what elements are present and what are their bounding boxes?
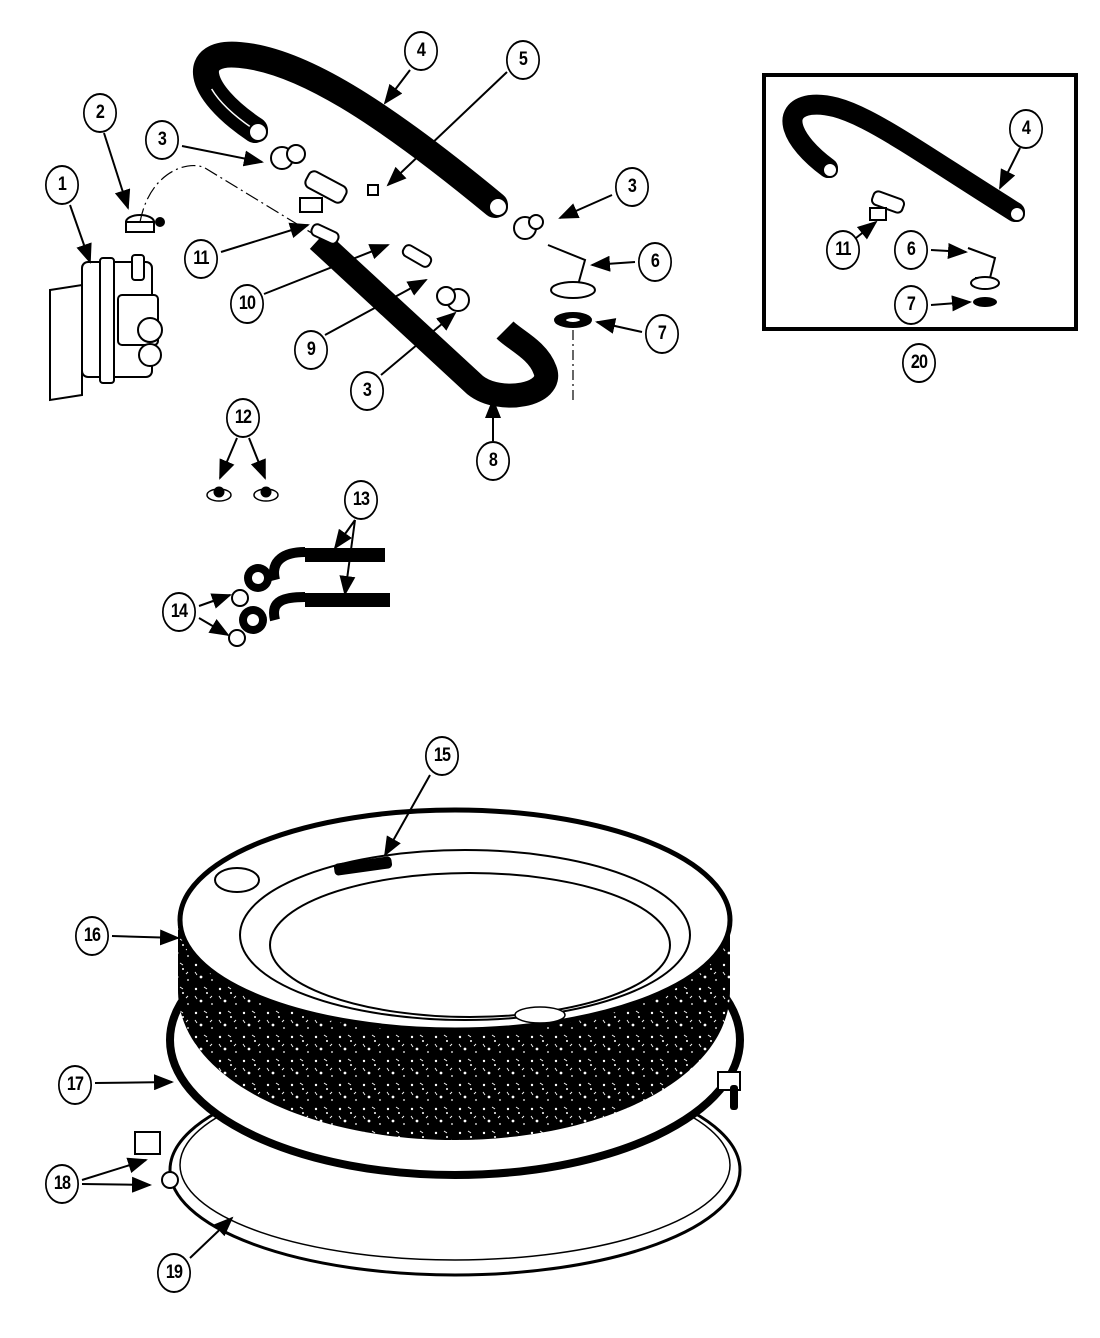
callout-13[interactable]: 13 — [344, 480, 378, 520]
water-valve-part — [49, 254, 163, 402]
hose-clamp-part — [125, 214, 165, 233]
callout-19[interactable]: 19 — [157, 1253, 191, 1293]
callout-20-kit[interactable]: 20 — [902, 343, 936, 383]
callout-7[interactable]: 7 — [645, 314, 679, 354]
callout-3a[interactable]: 3 — [145, 120, 179, 160]
callout-18[interactable]: 18 — [45, 1164, 79, 1204]
leader-arrows — [69, 69, 1021, 1259]
small-fittings — [270, 144, 596, 328]
kit-20-frame — [762, 73, 1078, 331]
kit-callout-6[interactable]: 6 — [894, 230, 928, 270]
tub-ring-assembly — [134, 807, 744, 1277]
callout-3b[interactable]: 3 — [615, 167, 649, 207]
callout-1[interactable]: 1 — [45, 165, 79, 205]
fill-hoses-part — [228, 547, 390, 647]
callout-6[interactable]: 6 — [638, 242, 672, 282]
callout-4[interactable]: 4 — [404, 31, 438, 71]
callout-10[interactable]: 10 — [230, 284, 264, 324]
callout-16[interactable]: 16 — [75, 916, 109, 956]
callout-15[interactable]: 15 — [425, 736, 459, 776]
callout-12[interactable]: 12 — [226, 398, 260, 438]
kit-callout-11[interactable]: 11 — [826, 230, 860, 270]
callout-3c[interactable]: 3 — [350, 371, 384, 411]
callout-5[interactable]: 5 — [506, 40, 540, 80]
screws-part — [206, 486, 279, 502]
callout-11[interactable]: 11 — [184, 239, 218, 279]
callout-2[interactable]: 2 — [83, 93, 117, 133]
callout-14[interactable]: 14 — [162, 592, 196, 632]
kit-callout-7[interactable]: 7 — [894, 285, 928, 325]
inlet-hose-part — [309, 231, 558, 408]
kit-20-contents — [782, 94, 1025, 307]
callout-9[interactable]: 9 — [294, 330, 328, 370]
kit-callout-4[interactable]: 4 — [1009, 109, 1043, 149]
callout-17[interactable]: 17 — [58, 1065, 92, 1105]
callout-8[interactable]: 8 — [476, 441, 510, 481]
